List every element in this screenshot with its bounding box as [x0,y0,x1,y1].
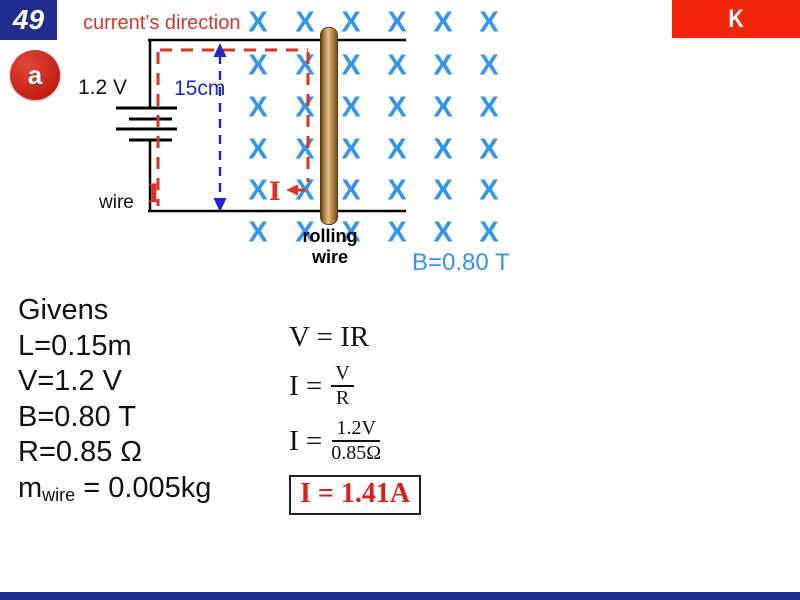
field-into-page-marker: X [248,174,268,207]
rolling-wire-label: rolling wire [303,226,358,268]
field-into-page-marker: X [387,91,407,124]
field-into-page-marker: X [295,49,315,82]
field-into-page-marker: X [341,6,361,39]
current-direction-label: current’s direction [83,12,241,34]
result-box: I = 1.41A [289,475,422,515]
field-into-page-marker: X [248,49,268,82]
given-resistance: R=0.85 Ω [18,436,143,468]
field-into-page-marker: X [433,6,453,39]
given-field: B=0.80 T [18,400,136,433]
given-length: L=0.15m [18,329,132,362]
battery-voltage-label: 1.2 V [78,76,128,99]
field-into-page-marker: X [295,6,315,39]
field-into-page-marker: X [479,174,499,207]
field-into-page-marker: X [341,216,361,249]
wire-label: wire [99,192,134,213]
corner-tag: K [728,4,744,33]
field-into-page-marker: X [387,133,407,166]
rolling-wire-label-line1: rolling [302,226,358,246]
mass-symbol: m [18,471,43,504]
measure-arrow-up [213,43,227,57]
field-into-page-marker: X [248,6,268,39]
field-into-page-marker: X [433,91,453,124]
current-symbol-bottom: I [269,177,281,206]
field-into-page-marker: X [295,91,315,124]
given-voltage: V=1.2 V [18,365,122,397]
field-into-page-marker: X [433,49,453,82]
current-arrowhead [286,184,298,196]
field-into-page-marker: X [387,174,407,207]
field-into-page-marker: X [387,216,407,249]
current-symbol-left: I [148,179,160,208]
battery-symbol [116,106,177,142]
field-into-page-marker: X [341,174,361,207]
field-into-page-marker: X [248,216,268,249]
field-into-page-marker: X [341,91,361,124]
field-into-page-marker: X [248,133,268,166]
solution-block: V = IR I = V R I = 1.2V 0.85Ω I = 1.41A [289,321,422,515]
rolling-wire-label-line2: wire [311,247,349,267]
field-into-page-marker: X [479,91,499,124]
field-into-page-marker: X [341,133,361,166]
givens-block: Givens L=0.15m V=1.2 V B=0.80 T R=0.85 Ω… [18,293,211,509]
fraction-values: 1.2V 0.85Ω [331,417,382,464]
field-into-page-marker: X [387,6,407,39]
equation-substituted: I = 1.2V 0.85Ω [289,417,382,464]
field-into-page-marker: X [387,49,407,82]
field-into-page-marker: X [295,216,315,249]
slide-number: 49 [12,4,45,35]
field-strength-label: B=0.80 T [412,249,510,276]
givens-title: Givens [18,294,109,326]
field-into-page-marker: X [479,133,499,166]
field-into-page-marker: X [341,49,361,82]
part-a-label: a [27,59,43,90]
part-a-badge: a [10,50,60,100]
field-into-page-marker: X [479,49,499,82]
current-direction-path [156,48,310,206]
field-into-page-marker: X [433,216,453,249]
field-into-page-marker: X [433,133,453,166]
rolling-wire-rod [320,27,338,225]
field-into-page-marker: X [479,216,499,249]
slide-number-box: 49 [0,0,57,40]
length-label: 15cm [174,77,226,100]
field-into-page-marker: X [479,6,499,39]
equation-ohms-law: V = IR [289,321,370,353]
field-into-page-marker: X [295,133,315,166]
field-into-page-marker: X [248,91,268,124]
corner-tag-box: K [672,0,800,38]
measure-arrow-down [213,198,227,212]
mass-value: = 0.005kg [75,471,212,504]
mass-subscript: wire [42,484,76,505]
fraction-v-r: V R [331,363,354,409]
field-into-page-marker: X [433,174,453,207]
equation-i-equals-v-over-r: I = V R [289,363,421,409]
bottom-bar [0,592,800,600]
given-mass: mwire = 0.005kg [18,471,211,510]
